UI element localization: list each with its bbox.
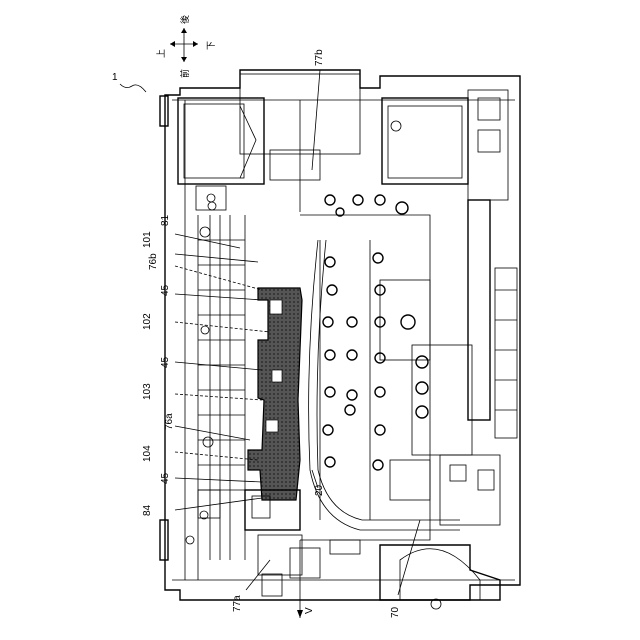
lower-left-box [198, 490, 302, 575]
callout-v: V [304, 607, 315, 614]
callout-104: 104 [142, 445, 153, 462]
orientation-compass: 上 下 後 前 [156, 15, 217, 78]
callout-20: 20 [314, 484, 325, 496]
callout-81: 81 [160, 214, 171, 226]
housing [160, 70, 520, 600]
callout-101: 101 [142, 231, 153, 248]
callout-77b: 77b [314, 49, 325, 66]
highlighted-duct-45 [248, 288, 302, 500]
central-drive-area [300, 195, 472, 540]
lower-right-fan [380, 455, 500, 609]
callout-45-mid: 45 [160, 356, 171, 368]
top-center-cover [240, 74, 360, 212]
callout-84: 84 [142, 504, 153, 516]
label-up: 上 [156, 49, 167, 58]
label-down: 下 [207, 41, 217, 50]
upper-right-box [382, 90, 508, 200]
callout-70: 70 [390, 606, 401, 618]
label-front: 前 [179, 69, 191, 78]
label-rear: 後 [179, 15, 191, 24]
callout-103: 103 [142, 383, 153, 400]
right-rails [468, 200, 517, 438]
bottom-region [262, 540, 360, 618]
callout-45-low: 45 [160, 472, 171, 484]
callout-76b: 76b [148, 253, 159, 270]
label-1: 1 [112, 72, 118, 83]
callout-77a: 77a [232, 595, 243, 612]
reference-1: 1 [112, 72, 146, 92]
callout-45-top: 45 [160, 284, 171, 296]
callout-102: 102 [142, 313, 153, 330]
callout-76a: 76a [164, 413, 175, 430]
